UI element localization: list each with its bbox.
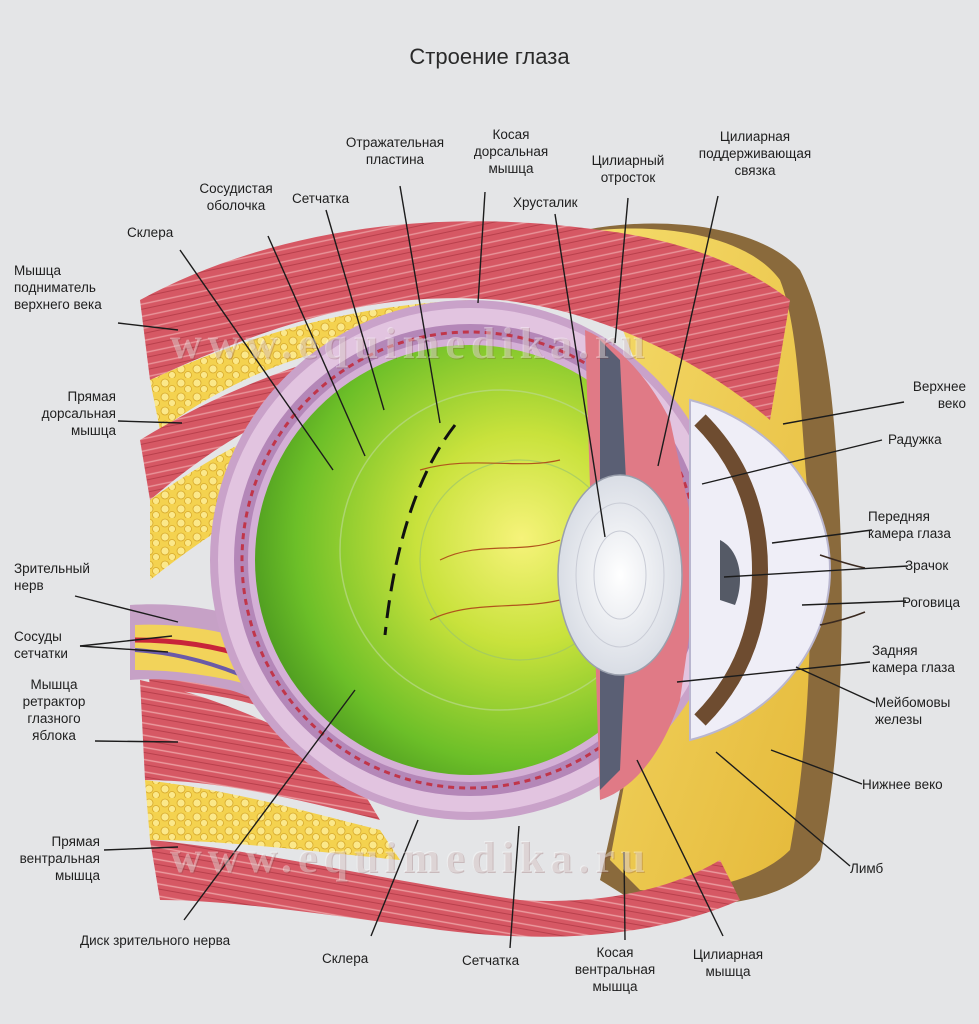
label-iris: Радужка [888,432,942,447]
label-oblique-ventral: Косая вентральная мышца [574,945,656,994]
watermark-top: www.equimedika.ru [170,319,651,368]
label-optic-disc: Диск зрительного нерва [80,933,231,948]
label-limbus: Лимб [850,861,884,876]
label-tapetum: Отражательная пластина [345,135,445,167]
label-rectus-dorsal: Прямая дорсальная мышца [41,389,116,438]
label-posterior-chamber: Задняя камера глаза [872,643,955,675]
label-retina-top: Сетчатка [292,191,350,206]
label-retina-bottom: Сетчатка [462,953,520,968]
label-pupil: Зрачок [905,558,949,573]
label-oblique-dorsal: Косая дорсальная мышца [473,127,549,176]
label-rectus-ventral: Прямая вентральная мышца [19,834,100,883]
label-upper-lid: Верхнее веко [912,379,966,411]
label-sclera-bottom: Склера [322,951,369,966]
page-title: Строение глаза [409,44,570,69]
label-ciliary-muscle: Цилиарная мышца [692,947,764,979]
label-muscle-levator: Мышца подниматель верхнего века [14,263,102,312]
label-cornea: Роговица [902,595,961,610]
label-retina-vessels: Сосуды сетчатки [14,629,68,661]
label-retractor-muscle: Мышца ретрактор глазного яблока [22,677,86,743]
label-ciliary-process: Цилиарный отросток [591,153,665,185]
label-anterior-chamber: Передняя камера глаза [868,509,951,541]
label-sclera-top: Склера [127,225,174,240]
label-zonule: Цилиарная поддерживающая связка [698,129,812,178]
label-lower-lid: Нижнее веко [862,777,943,792]
label-lens: Хрусталик [513,195,578,210]
label-meibomian: Мейбомовы железы [875,695,951,727]
watermark-bottom: www.equimedika.ru [170,833,651,882]
label-optic-nerve: Зрительный нерв [14,561,90,593]
label-choroid: Сосудистая оболочка [199,181,273,213]
